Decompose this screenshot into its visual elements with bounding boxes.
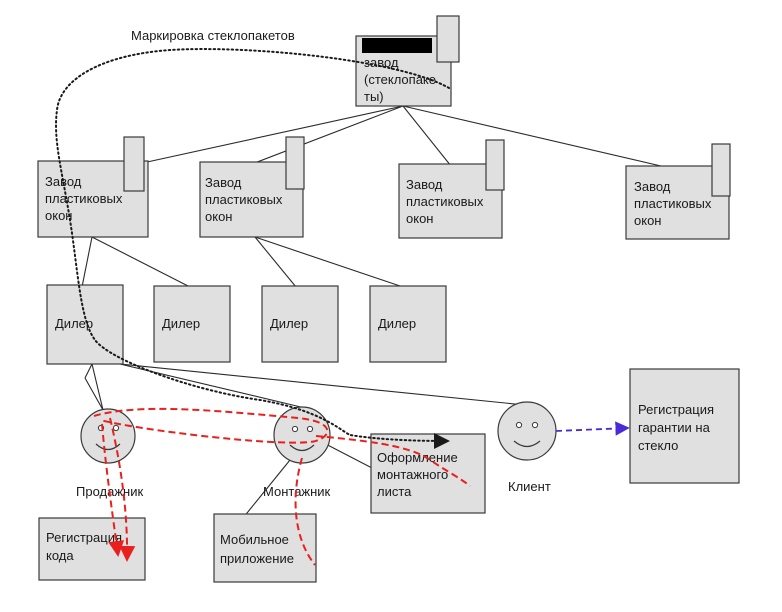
mounting-sheet-label: Оформление монтажного листа bbox=[377, 450, 461, 499]
plant-node-1[interactable]: Завод пластиковых окон bbox=[37, 136, 149, 238]
smiley-icon bbox=[273, 406, 331, 464]
smiley-icon bbox=[497, 401, 557, 461]
warranty-label: Регистрация гарантии на стекло bbox=[638, 402, 718, 453]
client-label: Клиент bbox=[508, 479, 551, 494]
dealer-label: Дилер bbox=[162, 316, 200, 331]
redacted-label bbox=[362, 38, 432, 53]
factory-node[interactable]: завод (стеклопаке ты) bbox=[355, 15, 460, 107]
dealer-node-2[interactable]: Дилер bbox=[153, 285, 231, 363]
plant-label: Завод пластиковых окон bbox=[634, 179, 715, 228]
plant-label: Завод пластиковых окон bbox=[406, 177, 487, 226]
client-warranty-arrow bbox=[555, 421, 630, 436]
register-code-label: Регистрация кода bbox=[46, 530, 126, 563]
dealer-node-4[interactable]: Дилер bbox=[369, 285, 447, 363]
smiley-icon bbox=[80, 408, 136, 464]
plant-label: Завод пластиковых окон bbox=[205, 175, 286, 224]
marking-dotted-path bbox=[55, 48, 450, 449]
plant-node-3[interactable]: Завод пластиковых окон bbox=[398, 139, 505, 239]
warranty-box[interactable]: Регистрация гарантии на стекло bbox=[629, 368, 740, 484]
plant-label: Завод пластиковых окон bbox=[45, 174, 126, 223]
mobile-app-box[interactable]: Мобильное приложение bbox=[213, 513, 317, 583]
mobile-app-label: Мобильное приложение bbox=[220, 532, 294, 566]
dealer-label: Дилер bbox=[55, 316, 93, 331]
dealer-node-3[interactable]: Дилер bbox=[261, 285, 339, 363]
mounting-sheet-box[interactable]: Оформление монтажного листа bbox=[370, 433, 486, 514]
plant-node-4[interactable]: Завод пластиковых окон bbox=[625, 143, 731, 240]
plant-node-2[interactable]: Завод пластиковых окон bbox=[199, 136, 305, 238]
red-route-paths bbox=[93, 407, 471, 566]
dealer-node-1[interactable]: Дилер bbox=[46, 284, 124, 365]
dealer-label: Дилер bbox=[378, 316, 416, 331]
client-actor[interactable]: Клиент bbox=[497, 401, 557, 494]
dealer-label: Дилер bbox=[270, 316, 308, 331]
register-code-box[interactable]: Регистрация кода bbox=[38, 517, 146, 581]
marking-label: Маркировка стеклопакетов bbox=[131, 28, 295, 43]
